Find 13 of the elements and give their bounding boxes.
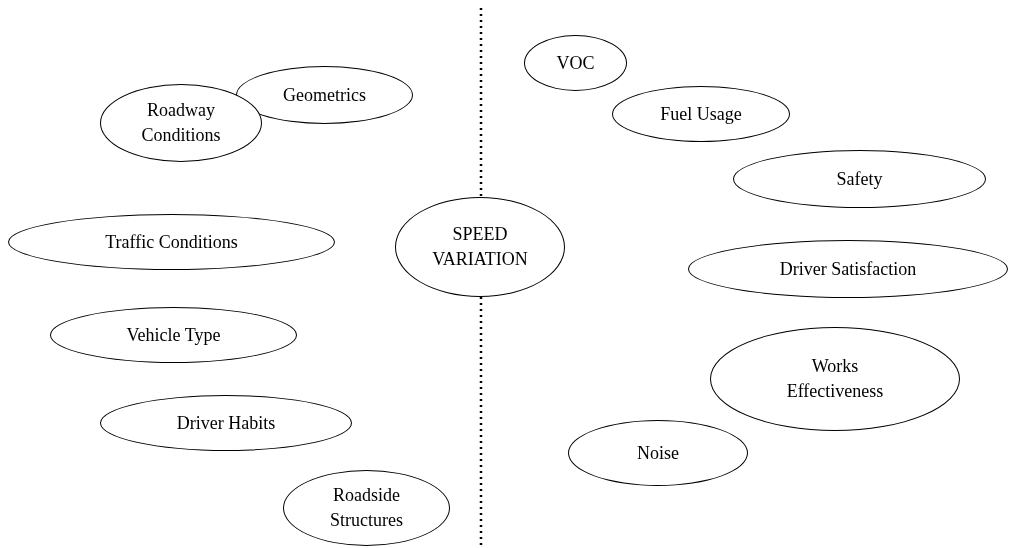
node-label: Safety xyxy=(836,167,883,191)
node-label: Roadside Structures xyxy=(329,484,404,532)
node-label: Driver Satisfaction xyxy=(779,257,917,281)
node-label: Noise xyxy=(637,441,679,465)
node-label: Works Effectiveness xyxy=(785,355,885,403)
node-label: SPEED VARIATION xyxy=(431,223,529,271)
node-label: Geometrics xyxy=(283,83,366,107)
node-label: Driver Habits xyxy=(176,411,276,435)
node-label: Traffic Conditions xyxy=(105,230,238,254)
node-label: VOC xyxy=(556,51,595,75)
node-label: Vehicle Type xyxy=(126,323,221,347)
node-label: Fuel Usage xyxy=(660,102,742,126)
node-label: Roadway Conditions xyxy=(140,99,222,147)
